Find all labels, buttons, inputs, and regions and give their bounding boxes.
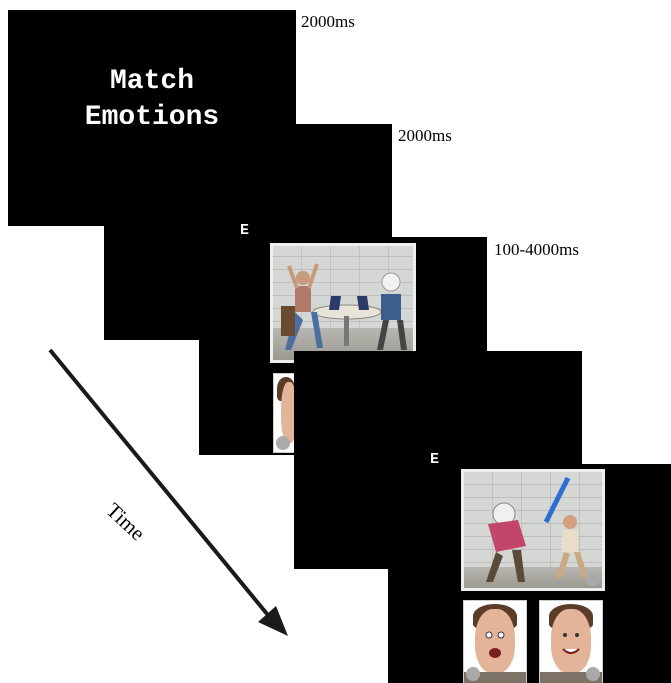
plus-icon	[586, 572, 600, 586]
face-photo-happy	[539, 600, 603, 683]
cue-letter: E	[240, 222, 250, 239]
duration-cue: 2000ms	[398, 126, 452, 145]
duration-title: 2000ms	[301, 12, 355, 31]
scene-photo-1	[270, 243, 416, 363]
cue-letter-2: E	[430, 451, 440, 468]
duration-trial: 100-4000ms	[494, 240, 579, 259]
title-line-1: Match	[109, 66, 194, 97]
swirl-icon	[276, 436, 290, 450]
scene-photo-2	[461, 469, 605, 591]
face-photo-surprise	[463, 600, 527, 683]
plus-icon	[586, 667, 600, 681]
trial-screen-2	[388, 464, 671, 683]
swirl-icon	[466, 667, 480, 681]
